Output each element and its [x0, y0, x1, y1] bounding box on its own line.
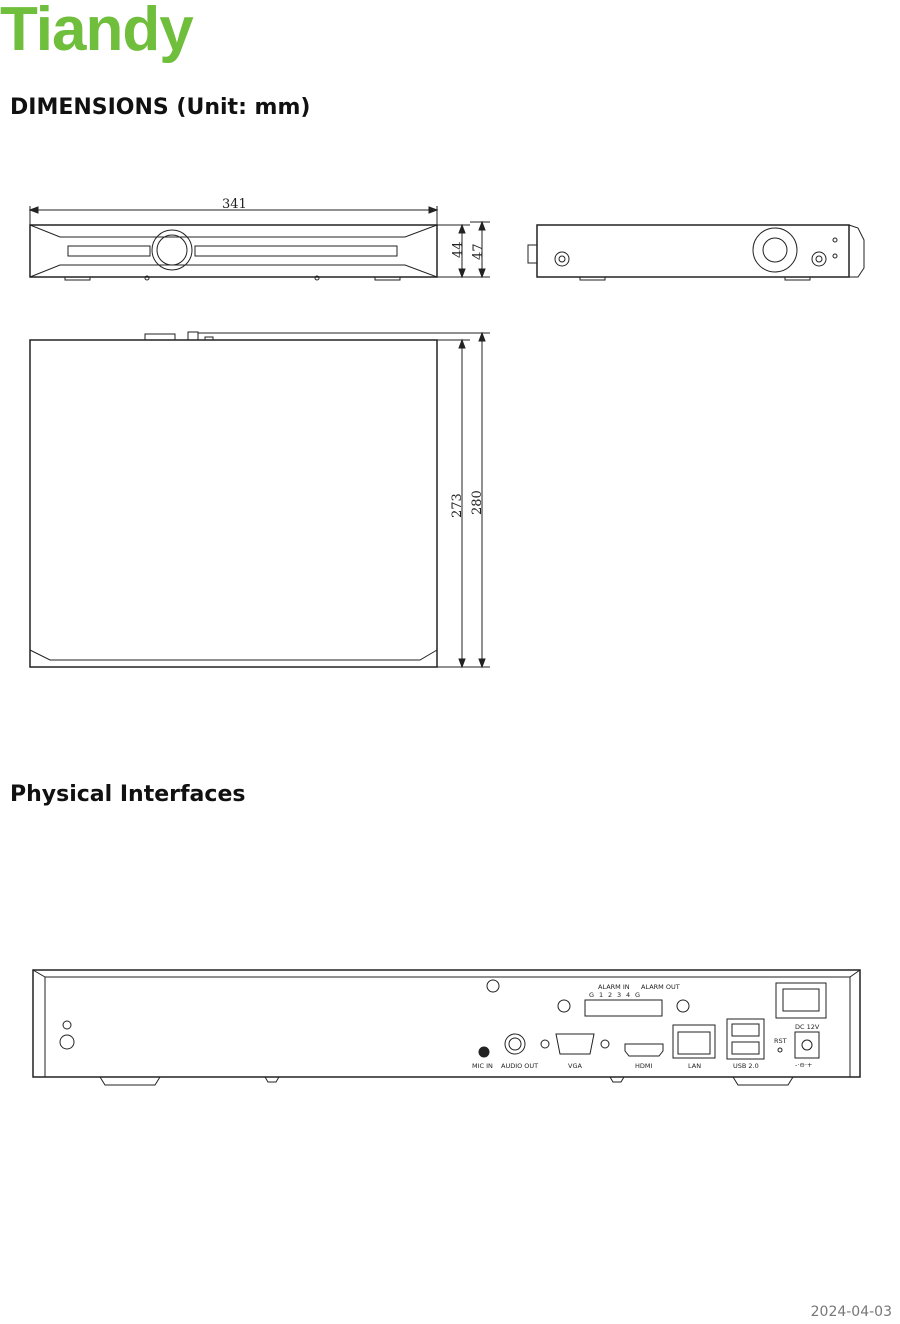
- lan-label: LAN: [688, 1062, 701, 1070]
- dc-label: DC 12V: [795, 1023, 820, 1031]
- alarm-pin-label: 1: [599, 991, 603, 999]
- mic-in-label: MIC IN: [472, 1062, 493, 1070]
- top-view-drawing: [29, 331, 490, 669]
- tiandy-logo: Tiandy: [0, 0, 194, 64]
- interfaces-heading: Physical Interfaces: [10, 782, 246, 807]
- audio-out-label: AUDIO OUT: [501, 1062, 538, 1070]
- alarm-pin-label: G: [589, 991, 594, 999]
- alarm-pin-label: 3: [617, 991, 621, 999]
- document-date: 2024-04-03: [810, 1304, 892, 1320]
- front-view-drawing: [28, 206, 490, 281]
- body-depth-dimension: 273: [450, 493, 465, 518]
- vga-label: VGA: [568, 1062, 582, 1070]
- usb-label: USB 2.0: [733, 1062, 759, 1070]
- alarm-pin-label: 4: [626, 991, 630, 999]
- total-height-dimension: 47: [471, 243, 486, 260]
- rst-label: RST: [774, 1037, 787, 1045]
- dimensions-heading: DIMENSIONS (Unit: mm): [10, 95, 311, 120]
- width-dimension: 341: [222, 197, 247, 212]
- rear-panel-drawing: [32, 969, 861, 1086]
- side-view-drawing: [527, 224, 865, 281]
- alarm-in-label: ALARM IN: [598, 983, 630, 991]
- alarm-out-label: ALARM OUT: [641, 983, 680, 991]
- front-height-dimension: 44: [451, 241, 466, 258]
- hdmi-label: HDMI: [635, 1062, 653, 1070]
- alarm-pin-label: 2: [608, 991, 612, 999]
- polarity-label: -·⊖·+: [795, 1061, 812, 1069]
- total-depth-dimension: 280: [470, 490, 485, 515]
- alarm-pin-label: G: [635, 991, 640, 999]
